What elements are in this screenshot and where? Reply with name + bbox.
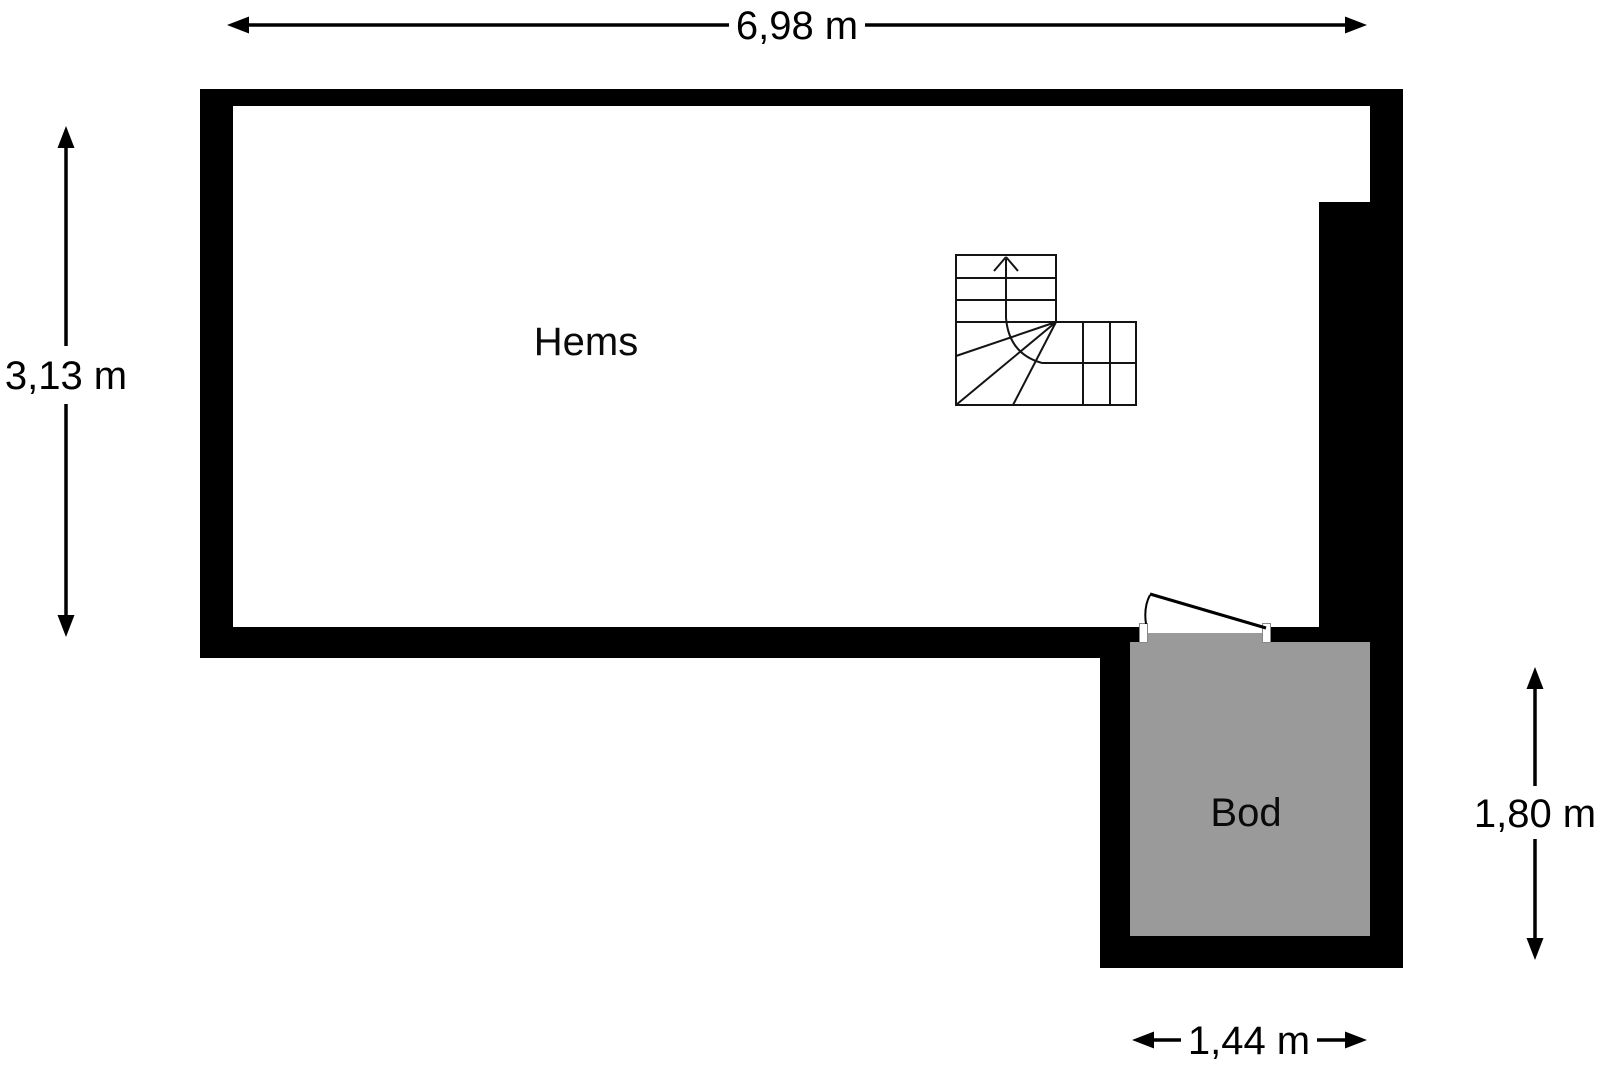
stair-winder-1 [955,321,1057,357]
arrowhead-left-icon [1132,1031,1154,1049]
wall-bod-left [1100,627,1130,968]
bod-door-threshold [1147,633,1263,642]
dim-label-total-width: 6,98 m [736,4,858,48]
arrowhead-left-icon [227,16,249,34]
arrowhead-right-icon [1345,16,1367,34]
wall-bottom-main [200,627,1140,658]
arrowhead-down-icon [1526,938,1544,960]
door-swing-arc [1144,594,1151,625]
door-jamb-left [1139,623,1148,643]
stair-walkline-arc [1005,317,1043,364]
wall-top [200,89,1403,106]
room-bod-floor [1130,633,1370,936]
dim-label-main-height: 3,13 m [5,354,127,398]
wall-left [200,89,233,658]
dimension-right: 1,80 m [1474,667,1596,960]
staircase [955,254,1137,406]
room-label-bod: Bod [1210,791,1281,835]
bod-floor [1130,642,1370,936]
stair-winder-3 [1012,321,1057,406]
stair-up-arrow-icon [1005,256,1019,272]
arrowhead-right-icon [1345,1031,1367,1049]
arrowhead-up-icon [57,126,75,148]
dim-label-bod-width: 1,44 m [1188,1019,1310,1063]
door-leaf [1149,592,1267,630]
walls [200,89,1403,968]
arrowhead-up-icon [1526,667,1544,689]
wall-right [1370,89,1403,968]
dimension-left: 3,13 m [5,126,127,637]
stair-winder-2 [955,321,1057,406]
wall-step-notch [1319,202,1370,642]
dimension-top: 6,98 m [227,4,1367,48]
door-jamb-right [1262,623,1271,643]
door [1139,592,1271,643]
dimension-bottom: 1,44 m [1132,1019,1367,1063]
arrowhead-down-icon [57,615,75,637]
stair-up-arrow-icon [993,256,1007,272]
wall-bod-bottom [1100,936,1403,968]
room-label-hems: Hems [534,320,638,364]
dim-label-bod-height: 1,80 m [1474,792,1596,836]
wall-door-right [1270,627,1319,642]
